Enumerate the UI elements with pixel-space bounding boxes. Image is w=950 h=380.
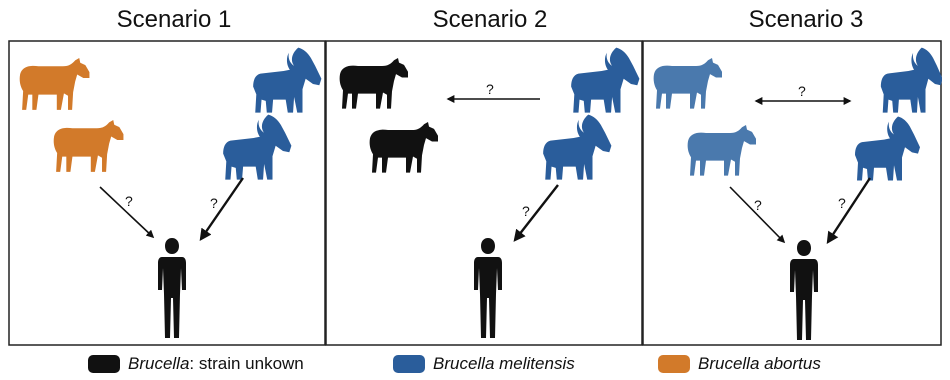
legend-item-unknown: Brucella: strain unkown (88, 352, 304, 376)
legend-swatch-black (88, 355, 120, 373)
legend: Brucella: strain unkown Brucella meliten… (0, 352, 950, 376)
legend-swatch-blue (393, 355, 425, 373)
question-label: ? (210, 195, 218, 211)
cow-abortus-icon (52, 120, 123, 172)
goat-melitensis-icon (571, 48, 639, 113)
question-label: ? (798, 83, 806, 99)
scenario-panels: ? ? ? ? ? ? ? (8, 40, 942, 346)
goat-melitensis-icon (881, 48, 942, 113)
scenario-3-title: Scenario 3 (648, 6, 950, 34)
scenario-2-title: Scenario 2 (332, 6, 648, 34)
question-label: ? (754, 197, 762, 213)
question-label: ? (838, 195, 846, 211)
human-icon (790, 240, 818, 340)
arrow (730, 187, 784, 242)
cow-melitensis-icon (686, 125, 756, 176)
goat-melitensis-icon (223, 115, 291, 180)
legend-genus-label: Brucella (128, 354, 189, 374)
question-label: ? (125, 193, 133, 209)
legend-item-abortus: Brucella abortus (658, 352, 821, 376)
human-icon (158, 238, 186, 338)
arrow (828, 178, 870, 242)
cow-abortus-icon (18, 58, 89, 110)
legend-melitensis-label: Brucella melitensis (433, 354, 575, 374)
cow-melitensis-icon (652, 58, 722, 109)
goat-melitensis-icon (543, 115, 611, 180)
legend-item-melitensis: Brucella melitensis (393, 352, 575, 376)
cow-unknown-icon (338, 58, 408, 109)
question-label: ? (486, 81, 494, 97)
legend-abortus-label: Brucella abortus (698, 354, 821, 374)
goat-melitensis-icon (253, 48, 321, 113)
goat-melitensis-icon (855, 117, 920, 181)
legend-unknown-suffix: : strain unkown (189, 354, 303, 374)
human-icon (474, 238, 502, 338)
legend-swatch-orange (658, 355, 690, 373)
scenario-diagram: ? ? ? ? ? ? ? (8, 40, 942, 346)
question-label: ? (522, 203, 530, 219)
arrow (201, 178, 243, 239)
scenario-1-title: Scenario 1 (16, 6, 332, 34)
cow-unknown-icon (368, 122, 438, 173)
